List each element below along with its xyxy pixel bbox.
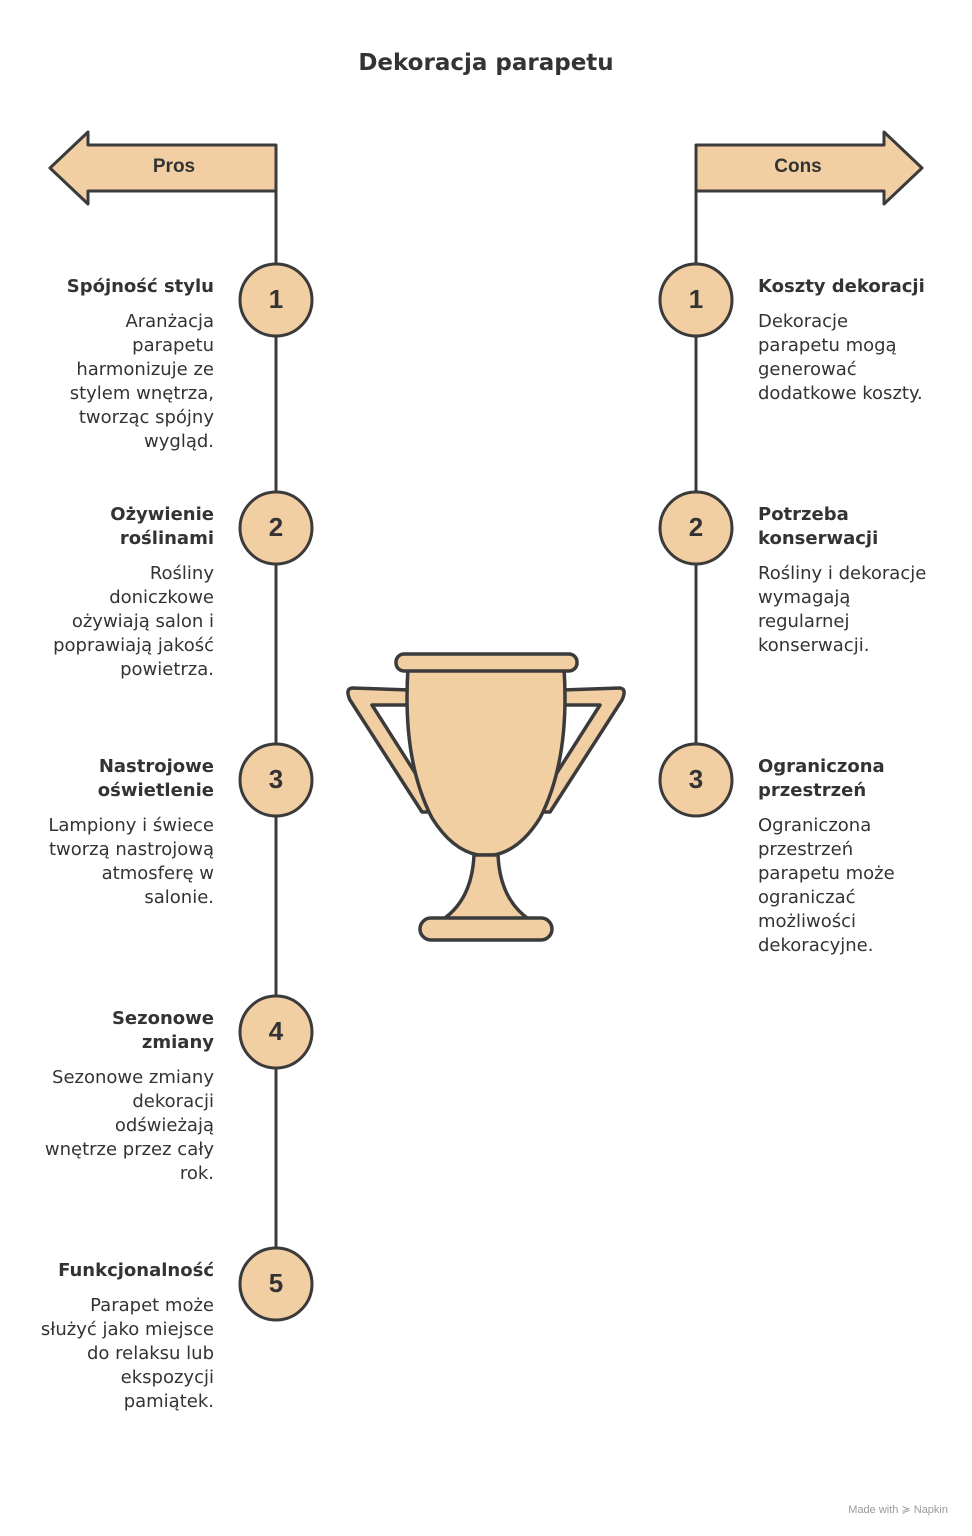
- cons-item-desc: Rośliny i dekoracje wymagają regularnej …: [758, 563, 927, 656]
- pros-node-circle: [238, 1246, 314, 1322]
- cons-node-number: 3: [688, 764, 704, 794]
- pros-node-circle: [238, 994, 314, 1070]
- pros-node-number: 4: [268, 1016, 284, 1046]
- pros-item-title: Funkcjonalność: [58, 1260, 214, 1281]
- cons-item-desc: Ograniczona przestrzeń parapetu może ogr…: [758, 815, 895, 956]
- cons-node-circle: [658, 262, 734, 338]
- cons-node-circle: [658, 490, 734, 566]
- cons-item: Potrzeba konserwacji Rośliny i dekoracje…: [758, 503, 928, 658]
- cons-node-number: 1: [688, 284, 704, 314]
- pros-item-desc: Sezonowe zmiany dekoracji odświeżają wnę…: [44, 1067, 214, 1184]
- cons-item-title: Koszty dekoracji: [758, 276, 925, 297]
- pros-item-title: Ożywienie roślinami: [110, 504, 214, 549]
- pros-node-number: 1: [268, 284, 284, 314]
- pros-arrow-icon: [48, 130, 278, 206]
- pros-item-desc: Rośliny doniczkowe ożywiają salon i popr…: [53, 563, 214, 680]
- pros-label: Pros: [152, 156, 196, 177]
- pros-node-number: 2: [268, 512, 284, 542]
- cons-arrow-icon: [694, 130, 924, 206]
- cons-item: Koszty dekoracji Dekoracje parapetu mogą…: [758, 275, 928, 406]
- pros-item-title: Sezonowe zmiany: [111, 1008, 214, 1053]
- pros-item-desc: Parapet może służyć jako miejsce do rela…: [40, 1295, 214, 1412]
- cons-label: Cons: [774, 156, 822, 177]
- napkin-watermark: Made with ≽ Napkin: [848, 1504, 948, 1516]
- cons-item-desc: Dekoracje parapetu mogą generować dodatk…: [758, 311, 923, 404]
- pros-item: Funkcjonalność Parapet może służyć jako …: [40, 1259, 214, 1414]
- trophy-icon: [346, 652, 626, 942]
- pros-item-desc: Aranżacja parapetu harmonizuje ze stylem…: [69, 311, 214, 452]
- cons-item-title: Ograniczona przestrzeń: [758, 756, 885, 801]
- pros-node-circle: [238, 490, 314, 566]
- pros-item: Sezonowe zmiany Sezonowe zmiany dekoracj…: [40, 1007, 214, 1186]
- pros-item-title: Spójność stylu: [66, 276, 214, 297]
- pros-item-desc: Lampiony i świece tworzą nastrojową atmo…: [48, 815, 214, 908]
- pros-item: Nastrojowe oświetlenie Lampiony i świece…: [40, 755, 214, 910]
- pros-node-circle: [238, 262, 314, 338]
- pros-node-number: 3: [268, 764, 284, 794]
- page-title: Dekoracja parapetu: [358, 50, 614, 76]
- pros-node-circle: [238, 742, 314, 818]
- pros-node-number: 5: [268, 1268, 284, 1298]
- cons-item: Ograniczona przestrzeń Ograniczona przes…: [758, 755, 928, 958]
- pros-item: Spójność stylu Aranżacja parapetu harmon…: [40, 275, 214, 454]
- cons-item-title: Potrzeba konserwacji: [758, 504, 879, 549]
- cons-node-circle: [658, 742, 734, 818]
- pros-item-title: Nastrojowe oświetlenie: [97, 756, 214, 801]
- cons-node-number: 2: [688, 512, 704, 542]
- pros-item: Ożywienie roślinami Rośliny doniczkowe o…: [40, 503, 214, 682]
